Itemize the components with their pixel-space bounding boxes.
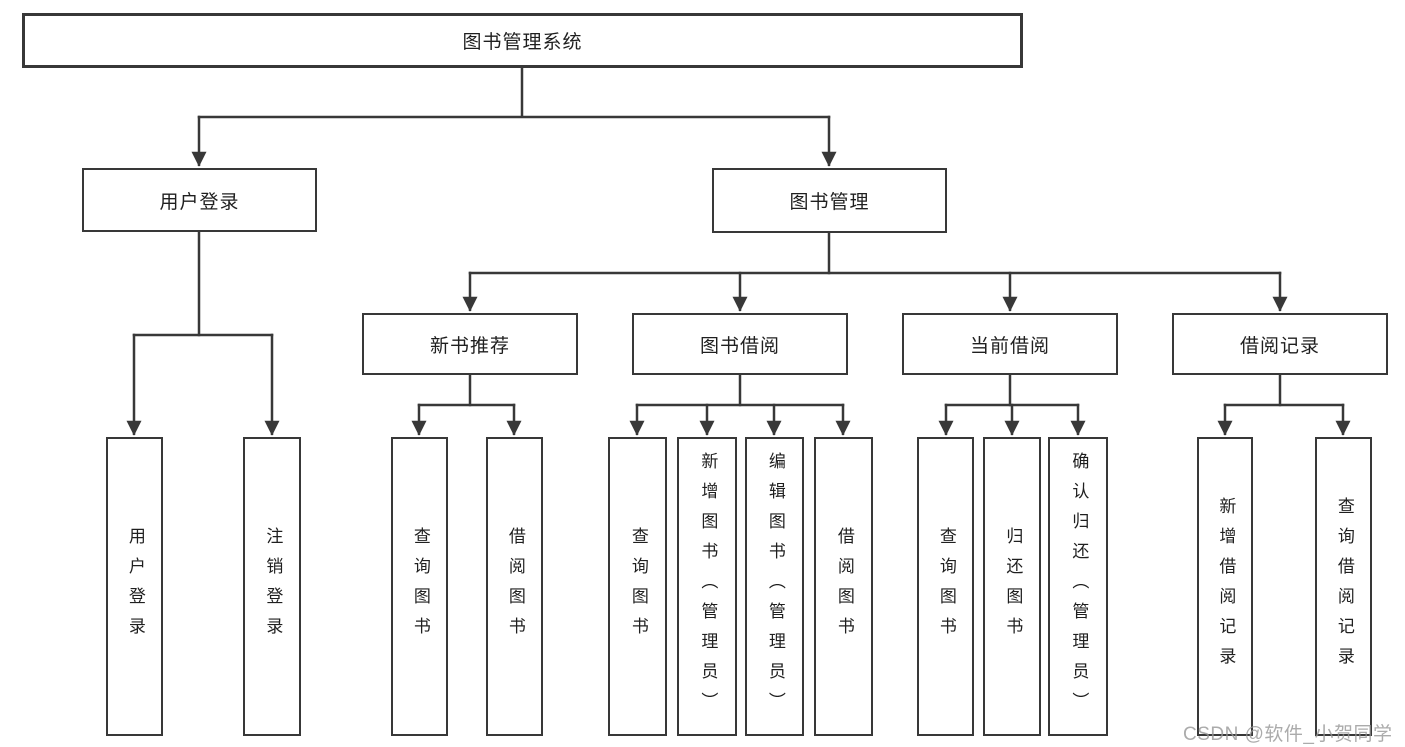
node-leaf-bb-query-books: 查询图书 [608, 437, 667, 736]
node-label: 用户登录 [159, 191, 240, 213]
node-label: 借阅图书 [505, 526, 525, 647]
node-leaf-cb-query-books: 查询图书 [917, 437, 974, 736]
node-user-login: 用户登录 [82, 168, 317, 232]
node-borrow-records: 借阅记录 [1172, 313, 1388, 375]
node-current-borrowing: 当前借阅 [902, 313, 1118, 375]
node-label: 借阅图书 [834, 526, 854, 647]
node-label: 当前借阅 [969, 335, 1050, 357]
node-label: 查询借阅记录 [1334, 496, 1354, 677]
node-label: 确认归还（管理员） [1069, 451, 1089, 722]
node-library-management-system: 图书管理系统 [22, 13, 1023, 68]
node-book-borrowing: 图书借阅 [632, 313, 848, 375]
node-leaf-cb-confirm-return-admin: 确认归还（管理员） [1048, 437, 1108, 736]
node-label: 借阅记录 [1239, 335, 1320, 357]
node-leaf-bb-borrow-books: 借阅图书 [814, 437, 873, 736]
node-label: 用户登录 [125, 526, 145, 647]
node-label: 归还图书 [1003, 526, 1023, 647]
node-label: 新书推荐 [429, 335, 510, 357]
node-label: 图书借阅 [699, 335, 780, 357]
node-label: 查询图书 [628, 526, 648, 647]
node-label: 图书管理系统 [462, 32, 583, 53]
node-label: 图书管理 [789, 192, 870, 213]
node-leaf-cb-return-books: 归还图书 [983, 437, 1041, 736]
node-book-management: 图书管理 [712, 168, 947, 233]
node-new-book-recommend: 新书推荐 [362, 313, 578, 375]
node-label: 查询图书 [936, 526, 956, 647]
node-leaf-nbr-query-books: 查询图书 [391, 437, 448, 736]
node-leaf-user-login: 用户登录 [106, 437, 163, 736]
node-leaf-bb-edit-books-admin: 编辑图书（管理员） [745, 437, 804, 736]
node-label: 编辑图书（管理员） [765, 451, 785, 722]
node-leaf-logout: 注销登录 [243, 437, 301, 736]
node-leaf-bb-add-books-admin: 新增图书（管理员） [677, 437, 737, 736]
node-label: 新增图书（管理员） [698, 451, 718, 722]
node-leaf-br-query-record: 查询借阅记录 [1315, 437, 1372, 736]
csdn-watermark: CSDN @软件_小贺同学 [1183, 724, 1393, 745]
node-leaf-br-add-record: 新增借阅记录 [1197, 437, 1253, 736]
node-leaf-nbr-borrow-books: 借阅图书 [486, 437, 543, 736]
node-label: 注销登录 [263, 526, 283, 647]
node-label: 查询图书 [410, 526, 430, 647]
node-label: 新增借阅记录 [1216, 496, 1236, 677]
